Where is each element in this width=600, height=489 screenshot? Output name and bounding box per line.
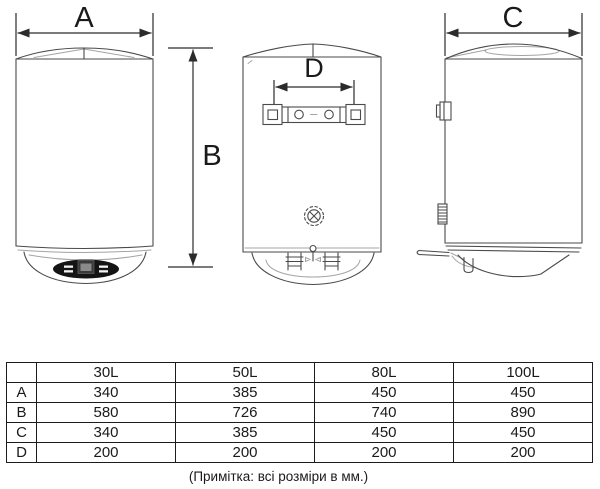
row-label-c: C — [6, 422, 37, 443]
dimension-b-label: B — [202, 140, 221, 172]
dimension-d-extension-lines — [273, 80, 355, 107]
side-bottom — [416, 242, 583, 278]
table-cell: 200 — [175, 442, 315, 463]
table-row-d: D 200 200 200 200 — [6, 442, 593, 463]
bracket-screw-hole — [294, 109, 304, 120]
table-cell: 450 — [453, 382, 593, 403]
back-bottom-cap — [242, 244, 382, 286]
dimension-a-label: A — [74, 2, 94, 34]
table-row-a: A 340 385 450 450 — [6, 382, 593, 403]
table-cell: 340 — [36, 382, 176, 403]
side-body-outline — [444, 58, 583, 244]
front-top-cover — [15, 47, 154, 60]
table-header-row: 30L 50L 80L 100L — [6, 362, 593, 383]
table-cell: 740 — [314, 402, 454, 423]
dimension-c-extension-lines — [444, 13, 583, 56]
bracket-screw-hole — [324, 109, 334, 120]
side-view: C — [416, 2, 583, 278]
back-top-cover — [242, 43, 382, 64]
lcd-screen — [80, 263, 92, 271]
units-note: (Примітка: всі розміри в мм.) — [188, 469, 369, 484]
bracket-right-hole — [350, 109, 362, 121]
row-label-d: D — [6, 442, 37, 463]
cable-gland — [437, 203, 448, 225]
dimension-c: C — [444, 2, 583, 56]
table-cell: 385 — [175, 382, 315, 403]
wall-bracket — [262, 103, 366, 126]
table-header-80l: 80L — [314, 362, 454, 383]
front-view: A — [15, 2, 154, 285]
dimension-d: D — [273, 53, 355, 107]
row-label-b: B — [6, 402, 37, 423]
table-cell: 726 — [175, 402, 315, 423]
front-body-outline — [15, 58, 154, 253]
dimension-a: A — [15, 2, 154, 56]
table-cell: 200 — [314, 442, 454, 463]
back-body-outline — [242, 56, 382, 253]
dimension-b-extension-lines — [168, 47, 213, 268]
control-panel — [53, 259, 119, 279]
safety-valve — [305, 244, 321, 263]
table-header-100l: 100L — [453, 362, 593, 383]
table-cell: 580 — [36, 402, 176, 423]
bracket-left-tab — [262, 103, 283, 126]
bracket-left-hole — [267, 109, 279, 121]
table-row-c: C 340 385 450 450 — [6, 422, 593, 443]
dimensions-table: 30L 50L 80L 100L A 340 385 450 450 B 580… — [6, 362, 593, 463]
side-top-cover — [444, 43, 583, 60]
table-cell: 385 — [175, 422, 315, 443]
dimension-b: B — [168, 47, 222, 268]
row-label-a: A — [6, 382, 37, 403]
table-cell: 450 — [314, 382, 454, 403]
table-cell: 340 — [36, 422, 176, 443]
dimension-c-label: C — [503, 2, 524, 34]
control-buttons — [64, 265, 108, 273]
pipe-connections — [285, 252, 341, 271]
table-row-b: B 580 726 740 890 — [6, 402, 593, 423]
table-corner-cell — [6, 362, 37, 383]
bracket-right-tab — [345, 103, 366, 126]
table-header-30l: 30L — [36, 362, 176, 383]
table-cell: 200 — [453, 442, 593, 463]
table-cell: 450 — [453, 422, 593, 443]
table-cell: 450 — [314, 422, 454, 443]
table-header-50l: 50L — [175, 362, 315, 383]
bottom-skirt — [451, 254, 570, 278]
table-cell: 200 — [36, 442, 176, 463]
back-view: D — [242, 43, 382, 286]
dimension-a-extension-lines — [15, 13, 154, 56]
side-bracket-tab — [435, 101, 452, 121]
dimension-diagram: A — [15, 2, 583, 286]
dimension-d-label: D — [304, 53, 324, 83]
drain-knob — [303, 205, 325, 227]
table-cell: 890 — [453, 402, 593, 423]
